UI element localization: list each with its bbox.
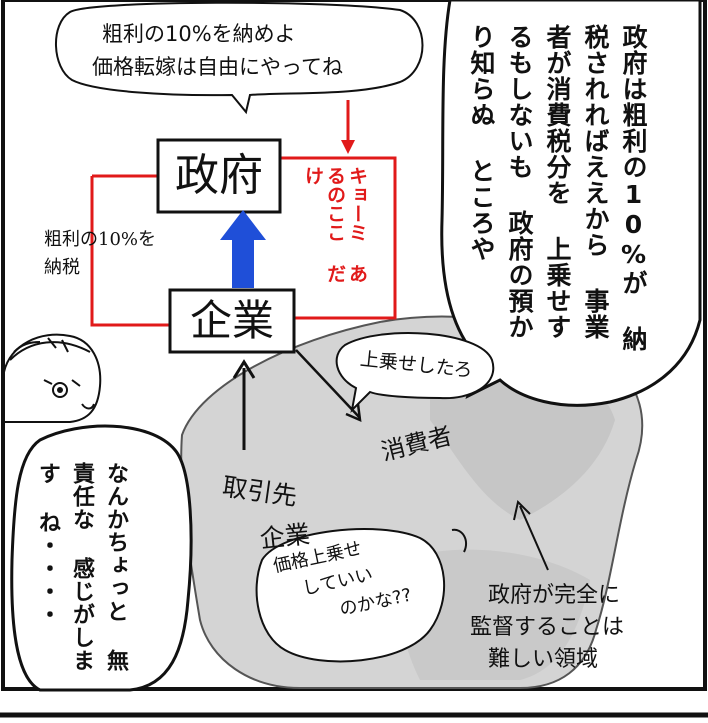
company-box-frame [168, 288, 296, 354]
top-bubble-line-2: 価格転嫁は自由にやってね [92, 55, 343, 79]
top-speech-bubble [55, 1, 424, 115]
red-frame-left [90, 176, 170, 327]
inner-speech-bubble [255, 528, 446, 663]
blue-arrow-shaft [232, 236, 254, 288]
consumer-arrow-shaft [295, 349, 361, 419]
area-pointer-head [513, 500, 531, 521]
small-speech-bubble [335, 332, 495, 413]
bottom-right-line-1: 政府が完全に [488, 583, 621, 608]
left-speech-bubble [10, 424, 193, 692]
left-note-line-2: 納税 [44, 257, 80, 278]
top-bubble-text: 粗利の10%を納めよ 価格転嫁は自由にやってね [92, 18, 343, 84]
left-bubble-line-2: 無責任な [69, 462, 128, 672]
red-note-line-1: キョーミ [346, 166, 368, 242]
blue-arrow-head [220, 210, 266, 240]
red-note-text: キョーミ あるのここ だけ [302, 166, 368, 296]
right-bubble-line-1: 政府は粗利の10%が [619, 24, 648, 296]
red-frame-right [278, 156, 397, 320]
company-label: 企業 [189, 296, 274, 345]
government-box-frame [156, 138, 282, 214]
right-bubble-line-6: ところや [467, 158, 496, 262]
face-peeking-icon [3, 333, 102, 423]
bubble-tail-mark [451, 528, 468, 553]
consumer-arrow-head [345, 403, 362, 423]
government-label: 政府 [175, 150, 263, 201]
bottom-right-note: 政府が完全に 監督することは 難しい領域 [470, 580, 624, 676]
left-bubble-line-1: なんかちょっと [103, 462, 128, 623]
left-bubble-line-3: 感じがします [35, 462, 94, 672]
right-bubble-line-4: 上乗せするもしないも [505, 24, 572, 340]
right-bubble-line-5: 政府の預かり知らぬ [467, 24, 534, 340]
area-pointer-shaft [519, 505, 549, 571]
left-bubble-line-4: ね・・・・ [35, 511, 60, 626]
left-note-text: 粗利の10%を 納税 [44, 226, 156, 282]
right-bubble-line-2: 納税されればええから [581, 24, 648, 352]
top-bubble-line-1: 粗利の10%を納めよ [102, 22, 296, 46]
right-bubble-text: 政府は粗利の10%が 納税されればええから 事業者が消費税分を 上乗せするもしな… [462, 24, 652, 364]
bottom-right-line-3: 難しい領域 [488, 647, 599, 672]
red-note-line-3: だけ [302, 166, 346, 283]
gray-shading-lower [398, 549, 590, 680]
red-note-line-2: あるのここ [324, 166, 368, 283]
left-bubble-text: なんかちょっと 無責任な 感じがします ね・・・・ [30, 462, 132, 684]
supplier-arrow-head [232, 359, 256, 379]
red-arrow-head [341, 140, 355, 154]
right-bubble-line-3: 事業者が消費税分を [543, 24, 610, 340]
left-note-line-1: 粗利の10%を [44, 229, 157, 250]
bottom-right-line-2: 監督することは [470, 615, 625, 640]
